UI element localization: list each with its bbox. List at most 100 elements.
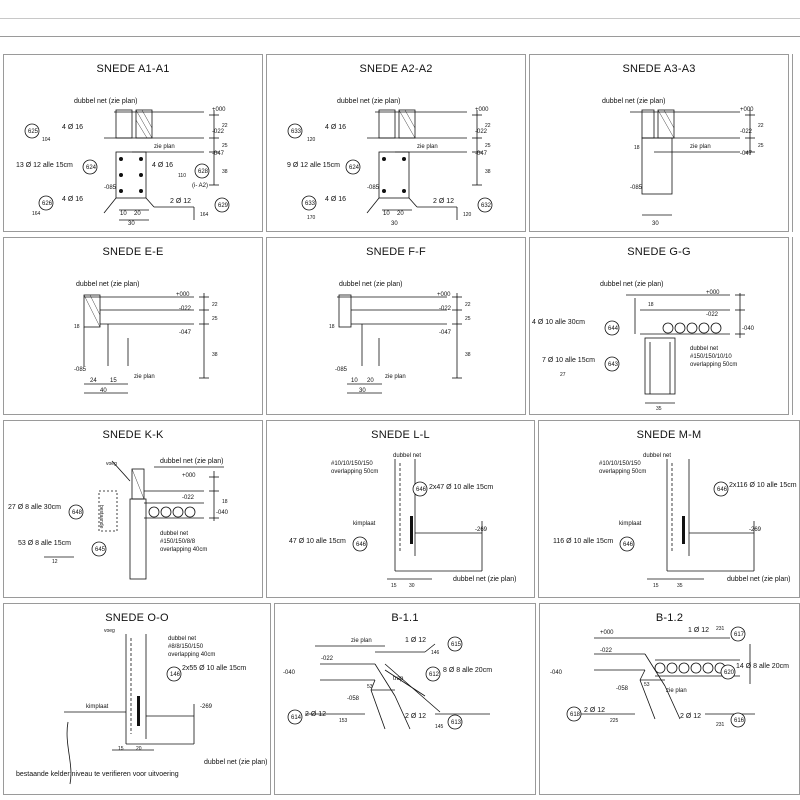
level-047: -047 — [212, 151, 225, 157]
bar-label-1: 1 Ø 12 — [688, 627, 709, 634]
section-drawing: dubbel net (zie plan) +000 -022 -047 -08… — [329, 281, 471, 394]
ref-646b: 646 — [356, 542, 367, 548]
label-net: dubbel net (zie plan) — [160, 458, 223, 465]
dim-20: 20 — [136, 746, 142, 752]
mesh-label-1: dubbel net — [643, 453, 671, 459]
dim-35: 35 — [677, 583, 683, 589]
dim-s3: 164 — [200, 212, 209, 218]
level-040: -040 — [283, 670, 296, 676]
level-085: -085 — [335, 367, 348, 373]
level-022: -022 — [600, 648, 613, 654]
bar-label-1: 4 Ø 16 — [325, 124, 346, 131]
level-047: -047 — [439, 330, 452, 336]
dim-v25: 25 — [758, 143, 764, 149]
panel-snede-e: SNEDE E-E dubbel net (zie plan) +000 -02… — [3, 237, 263, 415]
level-022: -022 — [182, 495, 195, 501]
panel-title: SNEDE E-E — [102, 246, 164, 258]
panel-snede-f: SNEDE F-F dubbel net (zie plan) +000 -02… — [266, 237, 526, 415]
label-zie-plan: zie plan — [666, 688, 687, 694]
ref-632: 632 — [481, 203, 492, 209]
level-022: -022 — [439, 306, 452, 312]
dim-153: 153 — [339, 718, 348, 724]
ref-146: 146 — [170, 672, 181, 678]
ref-624: 624 — [86, 165, 97, 171]
label-zie-plan: zie plan — [351, 638, 372, 644]
level-022: -022 — [179, 306, 192, 312]
section-drawing: voeg dubbel net #8/8/150/150 overlapping… — [16, 628, 267, 785]
panel-title: SNEDE L-L — [371, 429, 430, 441]
ref-626: 626 — [42, 201, 53, 207]
level-022: -022 — [321, 656, 334, 662]
dim-s2: 164 — [32, 211, 41, 217]
panel-title: SNEDE F-F — [366, 246, 426, 258]
dim-1: 24 — [90, 378, 97, 384]
level-085: -085 — [367, 185, 380, 191]
dim-v25: 25 — [465, 316, 471, 322]
panel-title: B-1.2 — [655, 612, 684, 624]
ref-624: 624 — [349, 165, 360, 171]
panel-snede-l: SNEDE L-L dubbel net #10/10/150/150 over… — [266, 420, 535, 598]
level-047: -047 — [179, 330, 192, 336]
ref-bubble — [24, 123, 40, 139]
mesh-label-1: dubbel net — [168, 636, 196, 642]
dim-15: 15 — [653, 583, 659, 589]
bar-label-1: 2x55 Ø 10 alle 15cm — [182, 665, 246, 672]
label-zie-plan: zie plan — [385, 374, 406, 380]
panel-snede-g: SNEDE G-G dubbel net (zie plan) +000 -02… — [529, 237, 789, 415]
bar-label-3: 4 Ø 16 — [152, 162, 173, 169]
dim-v25: 25 — [485, 143, 491, 149]
label-net: dubbel net (zie plan) — [339, 281, 402, 288]
level-040: -040 — [550, 670, 563, 676]
panel-title: SNEDE A2-A2 — [359, 63, 433, 75]
dim-v18: 18 — [329, 324, 335, 330]
bar-label-2: 47 Ø 10 alle 15cm — [289, 538, 346, 545]
dim-3: 30 — [128, 221, 135, 227]
level-040: -040 — [742, 326, 755, 332]
ref-628: 628 — [198, 169, 209, 175]
label-kimplaat: kimplaat — [619, 521, 642, 527]
level-085: -085 — [104, 185, 117, 191]
bar-label-1: 2x116 Ø 10 alle 15cm — [729, 482, 797, 489]
mesh-label-2: #10/10/150/150 — [599, 461, 641, 467]
section-drawing: +000 -022 -040 -058 1 Ø 12 617 14 Ø 8 al… — [550, 626, 789, 728]
label-net: dubbel net (zie plan) — [76, 281, 139, 288]
dim-1: 10 — [120, 211, 127, 217]
beam-section — [115, 151, 147, 199]
panel-title: B-1.1 — [391, 612, 419, 624]
bar-label-4: 2 Ø 12 — [680, 713, 701, 720]
bar-label-1: 4 Ø 10 alle 30cm — [532, 319, 585, 326]
dim-1: 10 — [383, 211, 390, 217]
section-drawing: dubbel net (zie plan) +000 -022 -047 -08… — [74, 281, 218, 394]
label-zie-plan: zie plan — [690, 144, 711, 150]
wall-left — [115, 109, 133, 139]
section-drawing: dubbel net #10/10/150/150 overlapping 50… — [289, 453, 516, 589]
dim-35: 35 — [656, 406, 662, 412]
dim-v25: 25 — [212, 316, 218, 322]
label-net: dubbel net (zie plan) — [204, 759, 267, 766]
label-net: dubbel net (zie plan) — [727, 576, 790, 583]
dim-231a: 231 — [716, 626, 725, 632]
level-058: -058 — [347, 696, 360, 702]
dim-18: 18 — [648, 302, 654, 308]
label-zie-plan: zie plan — [154, 144, 175, 150]
section-drawing: dubbel net #10/10/150/150 overlapping 50… — [553, 453, 797, 589]
panel-title: SNEDE A3-A3 — [622, 63, 696, 75]
dim-231b: 231 — [716, 722, 725, 728]
mesh-label-3: overlapping 50cm — [599, 469, 646, 475]
bar-label-2: 9 Ø 12 alle 15cm — [287, 162, 340, 169]
dim-s2: 170 — [307, 215, 316, 221]
dim-v38: 38 — [222, 169, 228, 175]
mesh-label-3: overlapping 40cm — [168, 652, 215, 658]
dim-v22: 22 — [212, 302, 218, 308]
dim-225: 225 — [610, 718, 619, 724]
level-000: +000 — [706, 290, 720, 296]
bar-label-4: 2 Ø 12 — [433, 198, 454, 205]
section-drawing: dubbel net (zie plan) +000 -022 -040 4 Ø… — [532, 281, 755, 412]
bar-label-2: 13 Ø 12 alle 15cm — [16, 162, 73, 169]
dim-v22: 22 — [465, 302, 471, 308]
label-kimplaat: kimplaat — [353, 521, 376, 527]
top-rule-1 — [0, 18, 800, 19]
ref-643: 643 — [608, 362, 619, 368]
label-bestaande: bestaande — [98, 505, 104, 529]
ref-646b: 646 — [623, 542, 634, 548]
